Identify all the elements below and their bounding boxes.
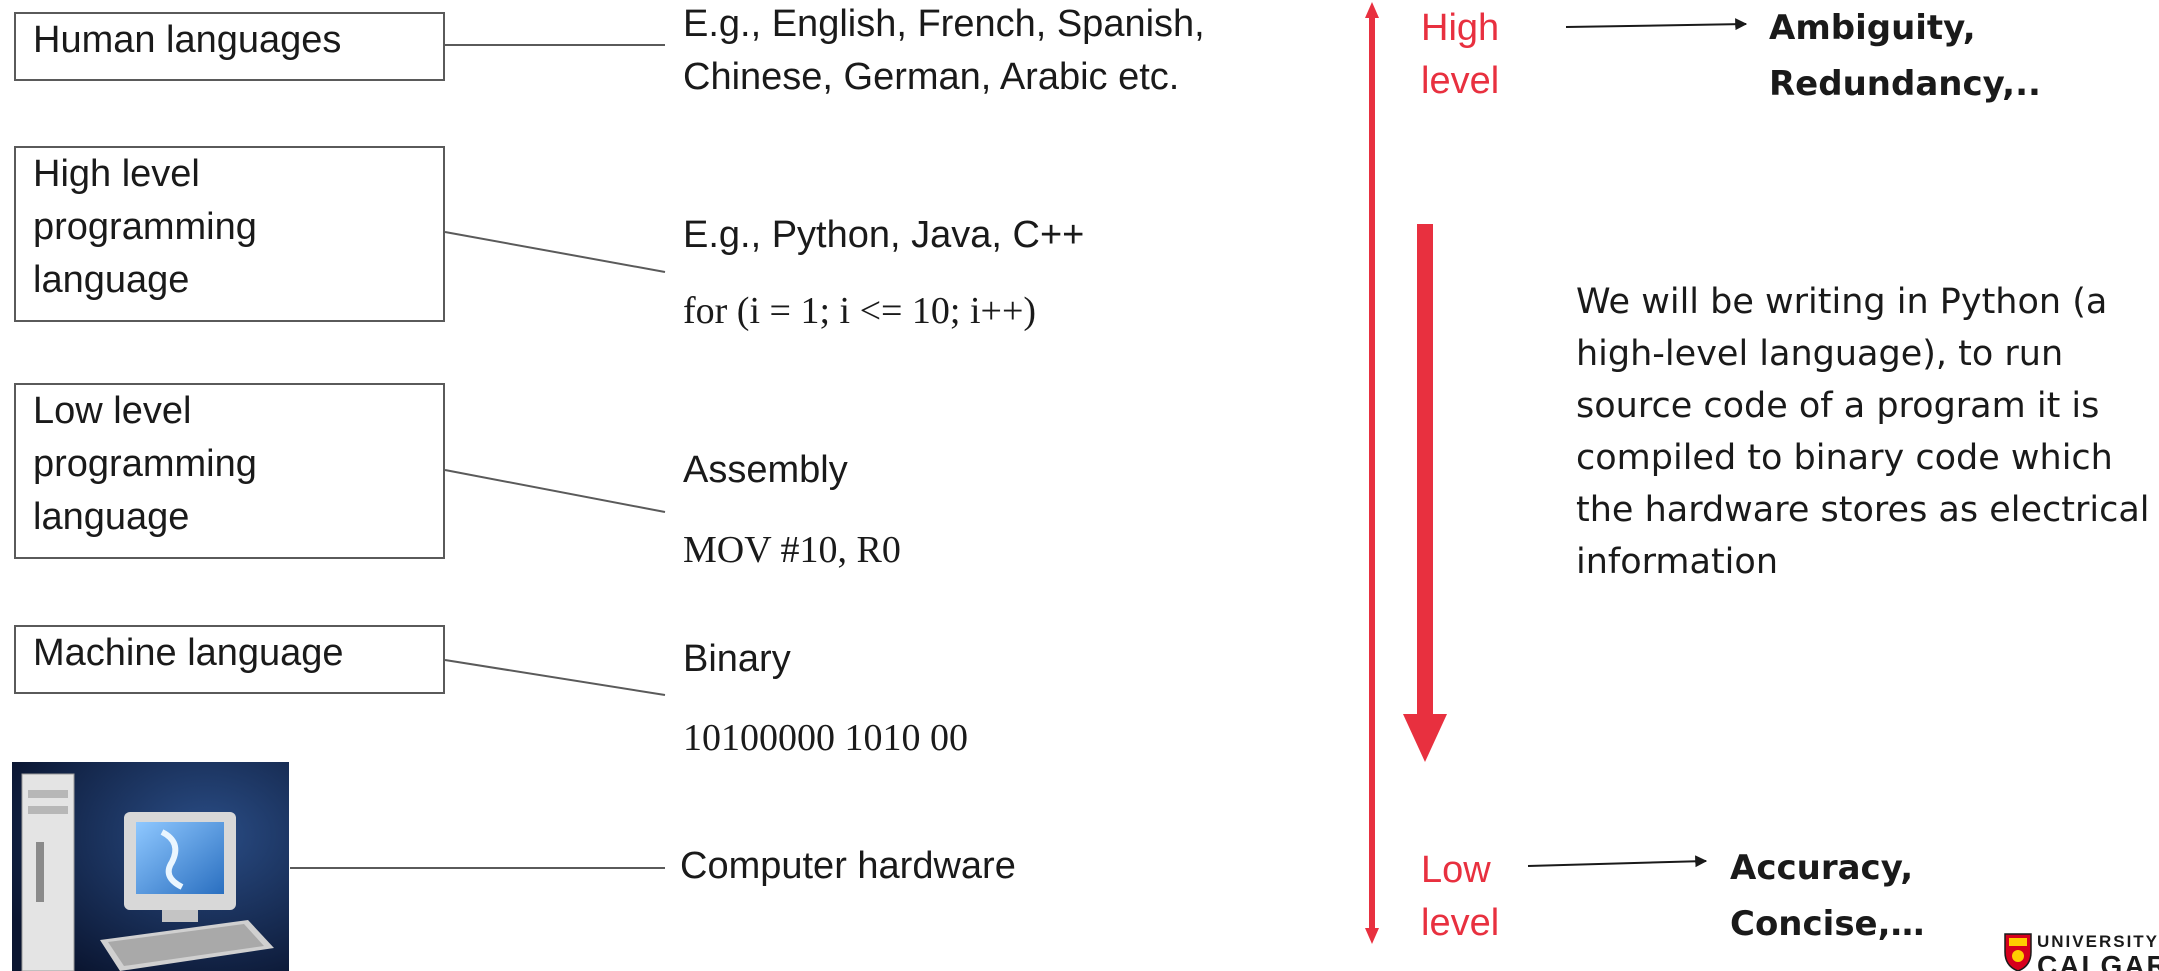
python-explanation: We will be writing in Python (a high-lev… — [1576, 282, 2150, 582]
low-level-label: Low level — [1421, 849, 1500, 944]
computer-hardware-image — [12, 762, 289, 971]
compilation-down-arrow — [1403, 224, 1447, 762]
low-level-code-sample: MOV #10, R0 — [683, 529, 901, 571]
machine-language-examples: Binary — [683, 638, 791, 680]
high-level-examples: E.g., Python, Java, C++ — [683, 214, 1085, 256]
low-level-language-box: Low level programming language — [14, 383, 445, 559]
human-languages-box: Human languages — [14, 12, 445, 81]
connector-machine — [444, 659, 666, 696]
computer-hardware-label: Computer hardware — [680, 845, 1016, 887]
level-scale-arrow — [1365, 2, 1379, 944]
connector-low-level — [444, 469, 666, 513]
logo-line1: UNIVERSITY — [2037, 932, 2159, 951]
human-languages-examples: E.g., English, French, Spanish, Chinese,… — [683, 3, 1205, 98]
high-level-traits: Ambiguity, Redundancy,.. — [1769, 8, 2041, 104]
low-level-examples: Assembly — [683, 449, 848, 491]
university-logo: UNIVERSITY CALGARY — [2003, 932, 2159, 971]
low-level-trait-arrow — [1527, 855, 1708, 868]
high-level-language-box: High level programming language — [14, 146, 445, 322]
crest-icon — [2004, 933, 2032, 971]
logo-line2: CALGARY — [2037, 950, 2159, 971]
low-level-traits: Accuracy, Concise,… — [1730, 848, 1925, 944]
machine-language-box: Machine language — [14, 625, 445, 694]
connector-high-level — [444, 231, 666, 273]
high-level-code-sample: for (i = 1; i <= 10; i++) — [683, 290, 1037, 332]
high-level-trait-arrow — [1565, 18, 1748, 31]
machine-code-sample: 10100000 1010 00 — [683, 717, 968, 759]
high-level-label: High level — [1421, 7, 1500, 102]
